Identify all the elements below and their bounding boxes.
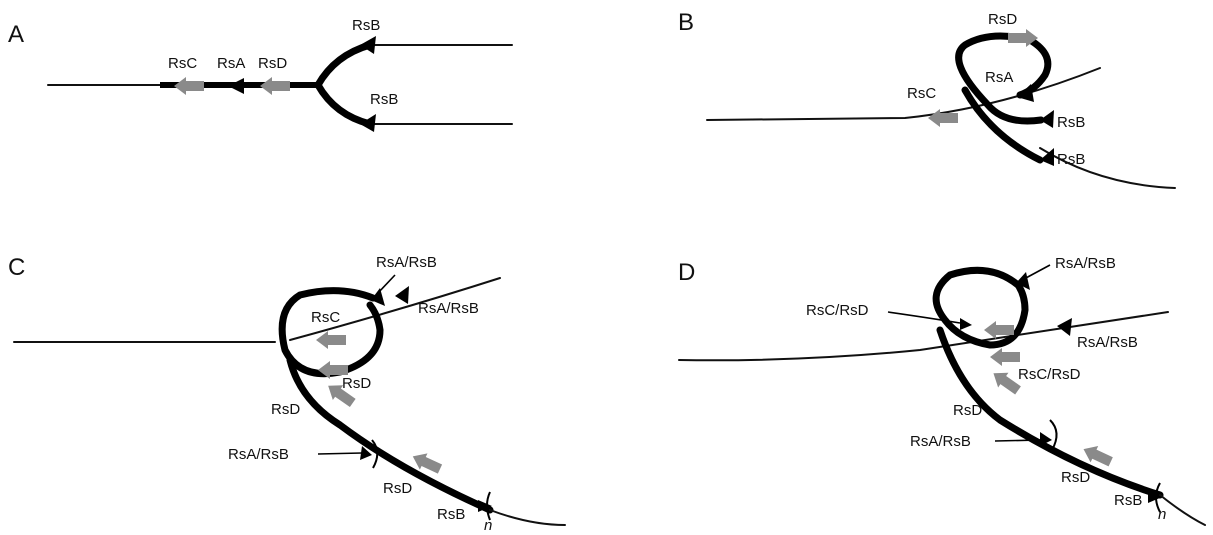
label-n: n <box>484 517 492 534</box>
label-n: n <box>1158 506 1166 523</box>
label-rscd-mid: RsC/RsD <box>1018 366 1081 383</box>
dna-strand-lower <box>489 509 566 526</box>
label-rscd-left: RsC/RsD <box>806 302 869 319</box>
panel-b-letter: B <box>678 9 694 36</box>
dna-strand-upper <box>706 67 1101 121</box>
label-rsab-right: RsA/RsB <box>418 300 479 317</box>
label-rsb-bottom: RsB <box>370 91 398 108</box>
label-rsab-top: RsA/RsB <box>1055 255 1116 272</box>
rsab-top-arrowhead <box>371 288 385 306</box>
rsab-left-bracket <box>1049 419 1058 451</box>
label-rsd-1: RsD <box>953 402 982 419</box>
rsa-arrowhead <box>1017 84 1034 102</box>
rsab-top-arrowhead <box>1016 272 1030 290</box>
panel-c-letter: C <box>8 254 25 281</box>
panel-d: D RsA/RsB RsC/RsD RsA/RsB RsC/RsD RsD Rs… <box>678 255 1206 526</box>
rscd-left-pointer <box>887 311 961 324</box>
rsd-gray-arrow <box>260 77 290 95</box>
label-rsa: RsA <box>985 69 1013 86</box>
label-rsd: RsD <box>258 55 287 72</box>
label-rsd: RsD <box>988 11 1017 28</box>
rsab-left-arrowhead <box>1040 432 1052 446</box>
label-rsb: RsB <box>437 506 465 523</box>
panel-d-letter: D <box>678 259 695 286</box>
loop-arm <box>955 32 1052 125</box>
loop-arm <box>278 287 384 378</box>
rsab-top-pointer <box>377 274 396 294</box>
label-rsd-2: RsD <box>1061 469 1090 486</box>
panel-a-letter: A <box>8 21 24 48</box>
rsb-arrowhead-1 <box>1040 110 1054 128</box>
rsa-black-arrow <box>228 78 244 94</box>
panel-a: A RsC RsA RsD RsB RsB <box>8 17 513 132</box>
label-rsab-top: RsA/RsB <box>376 254 437 271</box>
fork-arm <box>936 326 1164 499</box>
label-rsd-1: RsD <box>271 401 300 418</box>
fork-arm <box>286 356 494 514</box>
rsb-bottom-arrowhead <box>360 114 376 132</box>
label-rsc: RsC <box>168 55 197 72</box>
fork-lower-arm <box>314 81 374 128</box>
label-rsb: RsB <box>1114 492 1142 509</box>
rsab-left-pointer <box>994 439 1041 442</box>
rsb-arrowhead <box>478 500 492 512</box>
label-rsb-top: RsB <box>352 17 380 34</box>
rsab-left-bracket <box>371 439 379 469</box>
panel-b: B RsD RsA RsC RsB RsB <box>678 9 1176 189</box>
label-rsb-1: RsB <box>1057 114 1085 131</box>
rsb-top-arrowhead <box>360 36 376 54</box>
dna-strand-lower <box>1159 494 1206 526</box>
panel-c: C RsA/RsB RsA/RsB RsC RsD RsD RsA/RsB Rs… <box>8 254 566 534</box>
rscd-mid-gray-arrow <box>990 348 1020 366</box>
rsab-left-pointer <box>317 452 363 455</box>
label-rsb-2: RsB <box>1057 151 1085 168</box>
label-rsd-loop: RsD <box>342 375 371 392</box>
rsb-arrowhead-2 <box>1040 148 1054 166</box>
label-rsab-left: RsA/RsB <box>228 446 289 463</box>
rsc-gray-arrow <box>174 77 204 95</box>
label-rsab-left: RsA/RsB <box>910 433 971 450</box>
fork-arm <box>961 86 1044 164</box>
rsab-right-arrowhead <box>395 286 409 304</box>
rsc-gray-arrow <box>316 331 346 349</box>
label-rsab-right: RsA/RsB <box>1077 334 1138 351</box>
label-rsc: RsC <box>907 85 936 102</box>
label-rsc: RsC <box>311 309 340 326</box>
label-rsd-2: RsD <box>383 480 412 497</box>
rsb-arrowhead <box>1148 490 1162 503</box>
loop-arm <box>932 266 1029 349</box>
fork-upper-arm <box>314 41 374 89</box>
rsab-top-pointer <box>1023 264 1051 280</box>
rsab-right-arrowhead <box>1057 318 1072 336</box>
dna-strand-upper <box>678 311 1169 362</box>
rscd-left-pointer-head <box>960 318 972 330</box>
label-rsa: RsA <box>217 55 245 72</box>
dna-strand-upper <box>289 277 501 341</box>
rsab-left-arrowhead <box>360 446 372 460</box>
